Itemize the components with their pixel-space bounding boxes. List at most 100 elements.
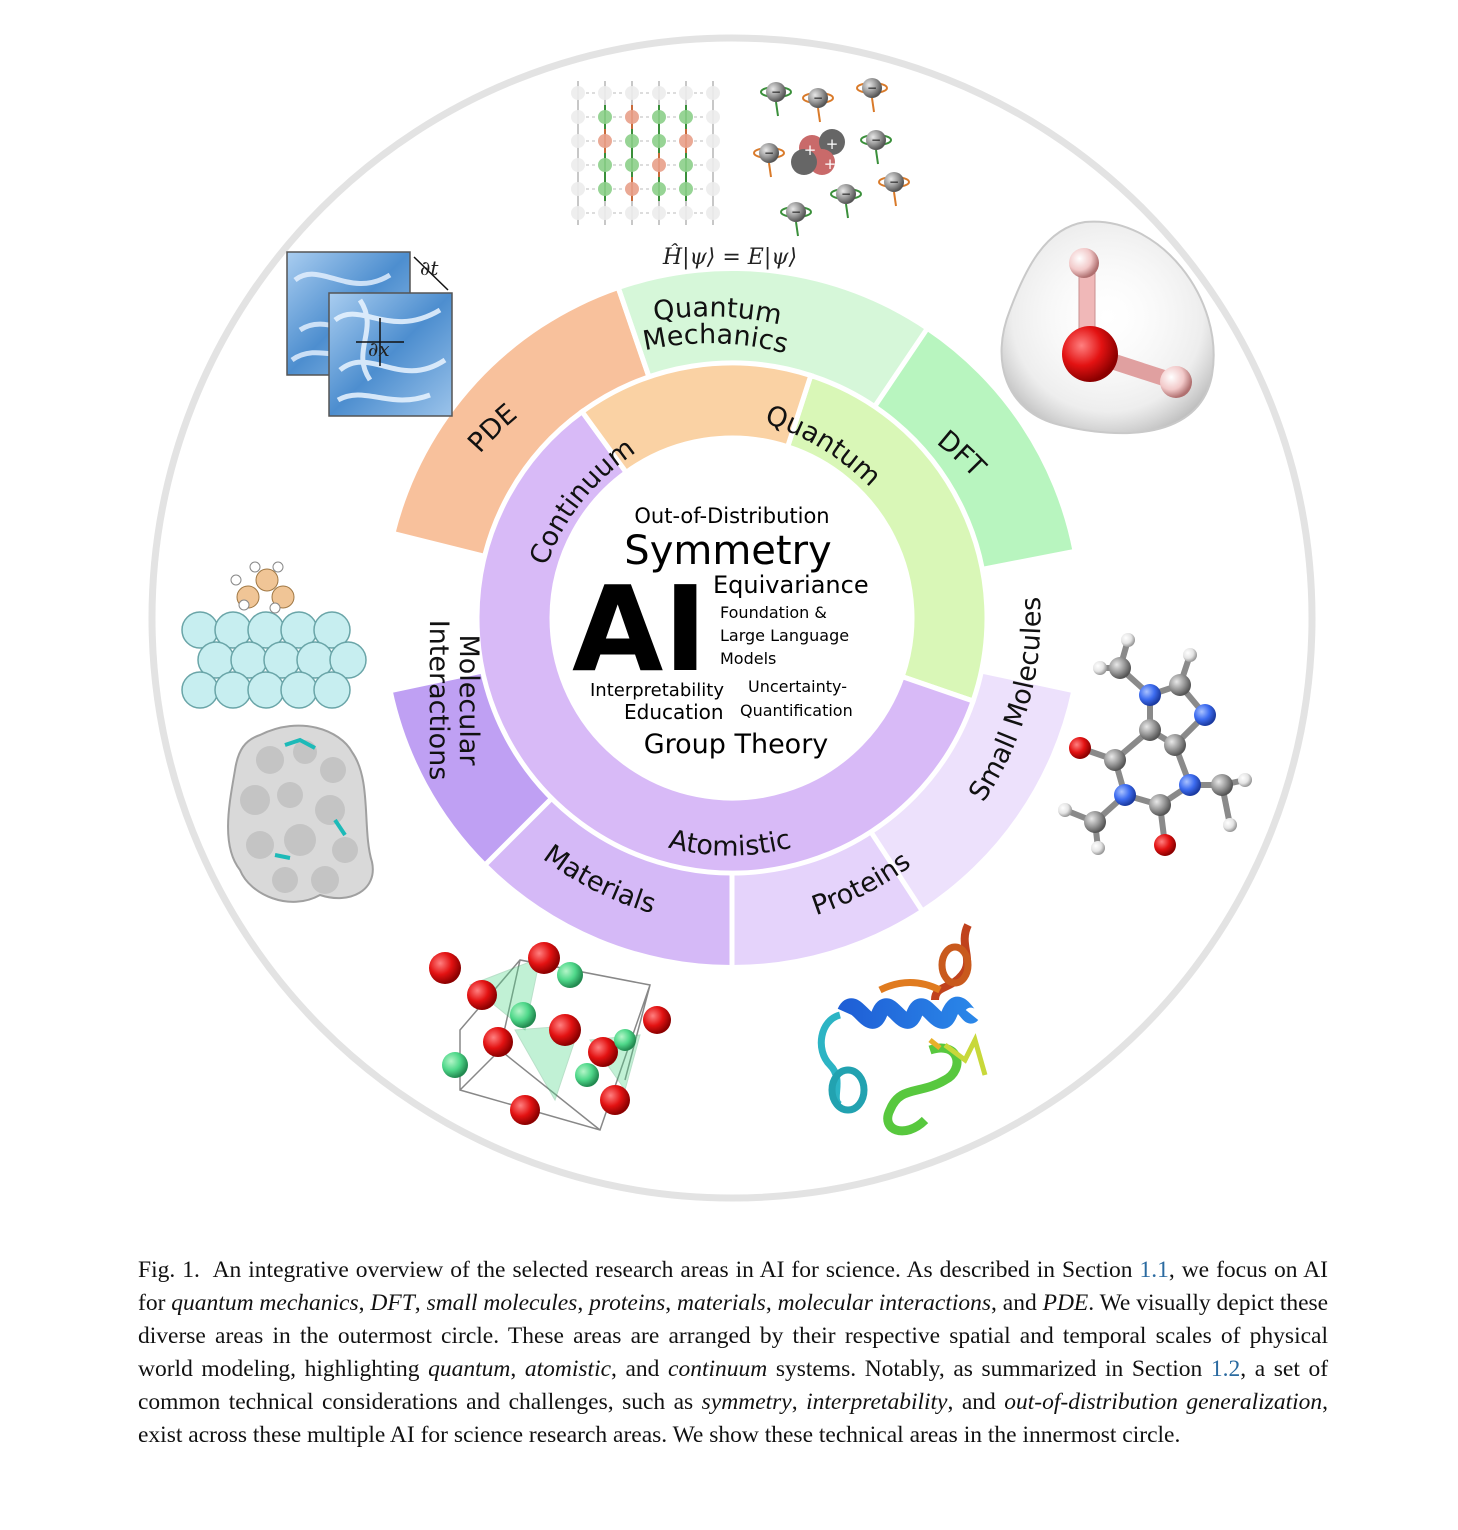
center-word-cloud: Out-of-Distribution Symmetry AI Equivari… <box>572 504 869 760</box>
spin-site <box>679 110 693 124</box>
crystal-structure-illustration <box>429 942 671 1131</box>
adsorbate-atom <box>271 585 295 609</box>
word-equivariance: Equivariance <box>713 571 869 599</box>
caption-ref-1-2[interactable]: 1.2 <box>1210 1356 1241 1382</box>
pde-flow-illustration: ∂x ∂t <box>286 251 453 417</box>
word-group-theory: Group Theory <box>644 729 829 760</box>
electron <box>808 88 828 108</box>
spin-site <box>706 86 720 100</box>
caption-text: , exist across these multiple AI for sci… <box>138 1389 1329 1448</box>
outer-segment-small_molecules <box>870 671 1072 910</box>
white-atom <box>1093 661 1107 675</box>
center-disk <box>552 438 912 798</box>
word-symmetry: Symmetry <box>624 528 831 574</box>
spin-site <box>598 134 612 148</box>
caption-term: small molecules <box>426 1290 578 1316</box>
overview-figure: Quantum Mechanics DFT Small Molecules Pr… <box>148 34 1316 1202</box>
spin-site <box>571 86 585 100</box>
spin-site <box>598 206 612 220</box>
caption-text: , and <box>991 1290 1037 1316</box>
spin-site <box>652 86 666 100</box>
red-atom <box>429 952 461 984</box>
white-atom <box>1121 633 1135 647</box>
caption-term: molecular interactions <box>777 1290 992 1316</box>
surface-atom <box>313 611 351 649</box>
caption-term: proteins <box>589 1290 666 1316</box>
green-atom <box>575 1063 599 1087</box>
white-atom <box>1183 648 1197 662</box>
red-atom <box>1069 737 1091 759</box>
blue-atom <box>1194 704 1216 726</box>
caption-ref-1-1[interactable]: 1.1 <box>1139 1257 1169 1283</box>
outer-donut <box>389 271 1077 968</box>
outer-segment-qm <box>619 271 927 407</box>
figure-caption: Fig. 1. An integrative overview of the s… <box>138 1254 1328 1452</box>
caption-text: , <box>765 1290 772 1316</box>
green-atom <box>510 1002 536 1028</box>
gray-atom <box>1169 674 1191 696</box>
gray-atom <box>1164 734 1186 756</box>
hydrogen-atom <box>272 561 284 573</box>
atom-electrons-illustration: +++−−−−−−−− <box>753 78 910 237</box>
electron <box>766 82 786 102</box>
blue-atom <box>1179 774 1201 796</box>
caption-text: , <box>665 1290 672 1316</box>
minus-charge: − <box>841 187 851 201</box>
nucleon <box>791 149 817 175</box>
minus-charge: − <box>871 133 881 147</box>
surface-atom <box>329 641 367 679</box>
spin-site <box>706 158 720 172</box>
red-atom <box>549 1014 581 1046</box>
caption-fig-label: Fig. 1. <box>138 1257 200 1283</box>
spin-site <box>571 134 585 148</box>
caffeine-molecule-illustration <box>1058 633 1252 856</box>
caption-text: systems. Notably, as summarized in Secti… <box>775 1356 1203 1382</box>
gray-atom <box>1109 657 1131 679</box>
caption-text: , <box>577 1290 584 1316</box>
caption-text: An integrative overview of the selected … <box>212 1257 1133 1283</box>
hydrogen-atom <box>238 599 250 611</box>
red-atom <box>483 1027 513 1057</box>
word-ood: Out-of-Distribution <box>634 504 829 528</box>
blue-atom <box>1114 784 1136 806</box>
outer-segment-molecular_interactions <box>392 671 552 864</box>
caption-text: , <box>510 1356 517 1382</box>
red-atom <box>588 1037 618 1067</box>
surface-atom <box>280 671 318 709</box>
word-foundation-2: Large Language <box>720 626 849 645</box>
word-foundation-1: Foundation & <box>720 603 827 622</box>
caption-text: , <box>414 1290 421 1316</box>
caption-term: DFT <box>370 1290 415 1316</box>
caption-term: quantum <box>428 1356 511 1382</box>
electron <box>884 172 904 192</box>
minus-charge: − <box>791 205 801 219</box>
green-atom <box>557 962 583 988</box>
red-atom <box>600 1085 630 1115</box>
water-molecule-illustration <box>1000 220 1215 435</box>
caption-text: , we focus on AI for <box>138 1257 1328 1316</box>
spin-site <box>706 110 720 124</box>
spin-site <box>652 182 666 196</box>
caption-text: , a set of common technical consideratio… <box>138 1356 1329 1415</box>
gray-atom <box>1104 749 1126 771</box>
caption-term: materials <box>677 1290 766 1316</box>
svg-text:Molecular: Molecular <box>453 634 484 766</box>
gray-atom <box>1149 794 1171 816</box>
gray-atom <box>1084 811 1106 833</box>
adsorbate-atom <box>255 568 279 592</box>
spin-site <box>679 158 693 172</box>
caption-text: , and <box>611 1356 660 1382</box>
spin-site <box>571 206 585 220</box>
plus-charge: + <box>824 155 837 173</box>
white-atom <box>1091 841 1105 855</box>
plus-charge: + <box>826 135 839 153</box>
hydrogen-atom <box>269 602 281 614</box>
caption-term: quantum mechanics <box>171 1290 359 1316</box>
caption-term: atomistic <box>524 1356 612 1382</box>
spin-site <box>625 158 639 172</box>
red-atom <box>467 980 497 1010</box>
hydrogen-atom <box>230 574 242 586</box>
svg-text:Interactions: Interactions <box>423 620 454 781</box>
spin-lattice-illustration <box>571 81 720 225</box>
word-interpretability: Interpretability <box>590 680 724 701</box>
